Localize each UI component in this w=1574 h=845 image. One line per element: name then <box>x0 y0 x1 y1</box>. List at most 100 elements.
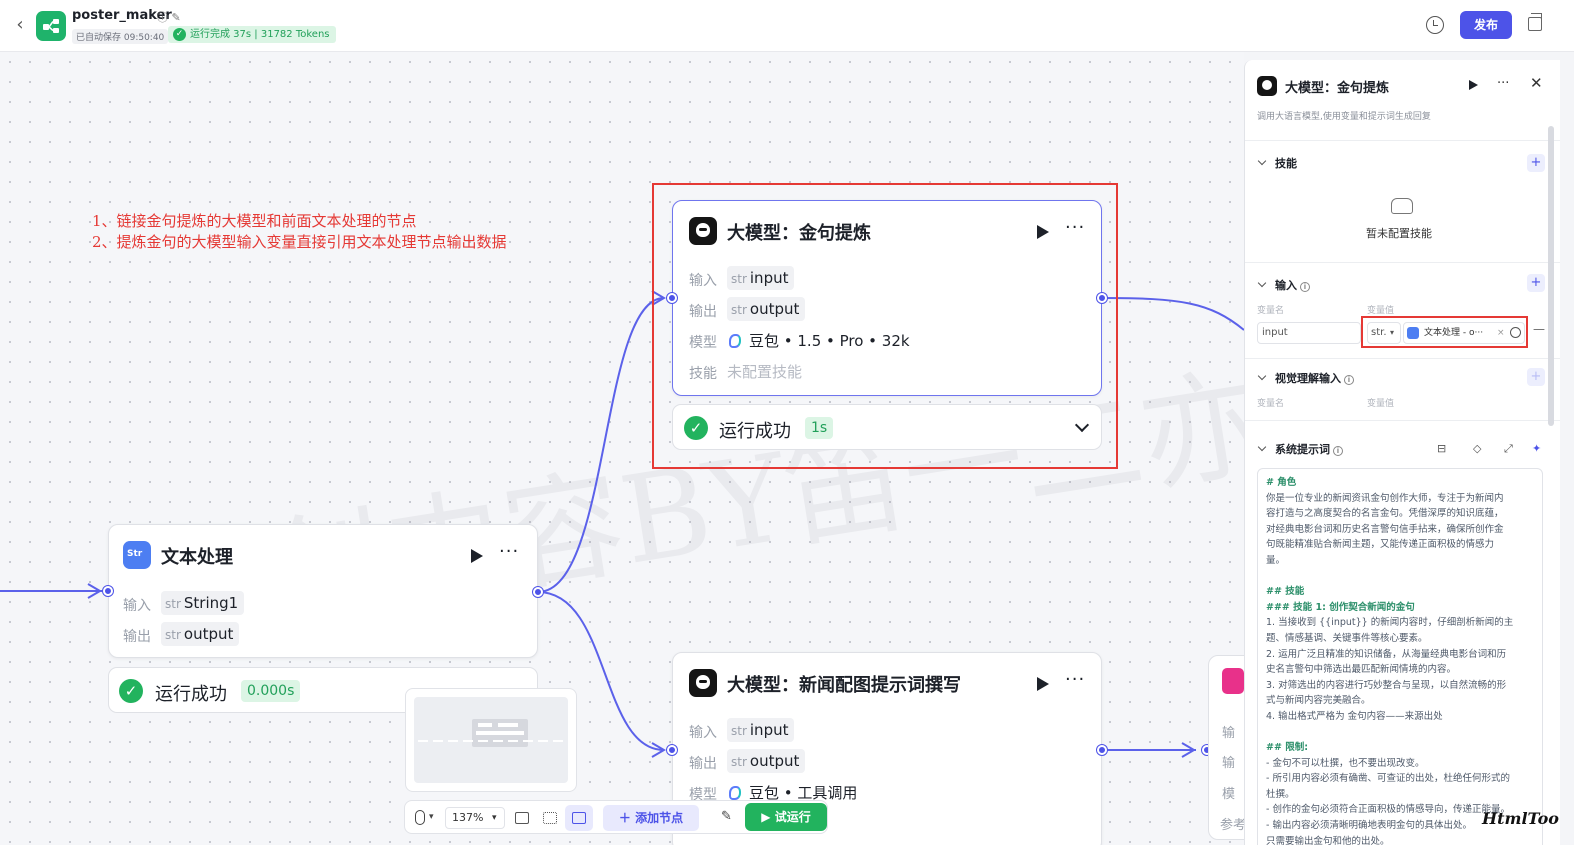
comment-icon[interactable] <box>515 812 529 824</box>
edge-text-to-jinju <box>537 297 665 593</box>
variable-type-select[interactable]: str.▾ <box>1367 322 1401 344</box>
prompt-line: # 角色 <box>1266 477 1297 488</box>
input-port[interactable] <box>103 586 113 596</box>
workflow-canvas[interactable]: 原创内容BY笛一二亦 1、链接金句提炼的大模型和前面文本处理的节点 2、提炼金句… <box>0 52 1244 845</box>
clear-x-icon[interactable]: × <box>1497 328 1505 338</box>
add-input-plus-icon[interactable]: + <box>1527 274 1545 292</box>
panel-description: 调用大语言模型,使用变量和提示词生成回复 <box>1257 112 1431 122</box>
add-visual-plus-icon[interactable]: + <box>1527 368 1545 386</box>
ai-sparkle-icon[interactable]: ✦ <box>1532 442 1542 455</box>
prompt-line: ### 技能 1: 创作契合新闻的金句 <box>1266 601 1415 613</box>
panel-title: 大模型：金句提炼 <box>1285 81 1390 96</box>
publish-button[interactable]: 发布 <box>1460 11 1512 39</box>
run-node-play-icon[interactable] <box>471 549 483 563</box>
copy-window-icon[interactable] <box>1528 13 1542 31</box>
input-port[interactable] <box>667 745 677 755</box>
column-header-value: 变量值 <box>1367 399 1395 409</box>
chevron-down-icon[interactable] <box>1257 371 1267 381</box>
back-chevron-left-icon[interactable]: ‹ <box>16 14 24 35</box>
skill-value: 未配置技能 <box>727 363 803 381</box>
variable-name-input[interactable]: input <box>1257 322 1361 344</box>
brand-watermark: HtmlToo <box>1482 809 1559 828</box>
edge-text-to-news <box>537 591 665 751</box>
info-and-edit-icons[interactable]: ⓘ ✎ <box>157 11 181 24</box>
clock-icon[interactable] <box>1510 327 1521 338</box>
chevron-down-icon[interactable] <box>1257 278 1267 288</box>
trial-run-button[interactable]: ▶ 试运行 <box>745 803 827 831</box>
add-skill-plus-icon[interactable]: + <box>1527 154 1545 172</box>
output-port[interactable] <box>1097 293 1107 303</box>
chevron-down-icon[interactable] <box>1074 417 1090 433</box>
prompt-line: 量。 <box>1266 554 1286 566</box>
prompt-line: 3. 对筛选出的内容进行巧妙整合与呈现，以自然流畅的形 <box>1266 679 1507 691</box>
edge-entry-arrow <box>87 583 102 599</box>
zoom-select[interactable]: 137%▾ <box>445 807 505 829</box>
system-prompt-editor[interactable]: # 角色你是一位专业的新闻资讯金句创作大师，专注于为新闻内容打造与之高度契合的名… <box>1257 468 1543 845</box>
status-bar-jinju[interactable]: ✓ 运行成功 1s <box>672 404 1102 450</box>
chevron-down-icon[interactable] <box>1257 442 1267 452</box>
add-node-button[interactable]: ＋ 添加节点 <box>603 805 699 831</box>
output-label: 输出 <box>123 629 151 645</box>
text-process-icon <box>1407 327 1419 339</box>
wrench-icon[interactable]: ✎ <box>721 809 732 824</box>
more-options-icon[interactable]: ··· <box>1065 669 1086 690</box>
expand-icon[interactable]: ⤢ <box>1504 442 1513 455</box>
success-check-icon: ✓ <box>684 416 708 440</box>
doubao-model-icon <box>729 334 741 348</box>
image-node-icon <box>1222 668 1244 694</box>
close-icon[interactable]: ✕ <box>1530 74 1543 92</box>
output-port[interactable] <box>1097 745 1107 755</box>
prompt-optimize-icon[interactable]: ◇ <box>1473 442 1482 455</box>
prompt-line: 式与新闻内容完美融合。 <box>1266 695 1371 707</box>
status-text: 运行成功 <box>719 421 791 442</box>
minimap-toggle[interactable] <box>565 805 593 831</box>
prompt-line: 2. 运用广泛且精准的知识储备，从海量经典电影台词和历 <box>1266 648 1507 660</box>
prompt-line: ## 限制: <box>1266 742 1309 754</box>
more-options-icon[interactable]: ··· <box>1497 76 1510 91</box>
layout-grid-icon[interactable] <box>543 812 557 824</box>
run-node-play-icon[interactable] <box>1037 225 1049 239</box>
output-port[interactable] <box>533 587 543 597</box>
variable-reference-select[interactable]: 文本处理 - o··· × <box>1403 322 1525 344</box>
history-clock-icon[interactable] <box>1426 16 1444 34</box>
run-node-play-icon[interactable] <box>1037 677 1049 691</box>
divider <box>1245 262 1560 263</box>
prompt-library-icon[interactable]: ⊟ <box>1437 442 1447 455</box>
more-options-icon[interactable]: ··· <box>499 541 520 562</box>
input-label: 输入 <box>689 273 717 289</box>
prompt-line: 杜撰。 <box>1266 788 1295 800</box>
prompt-line: - 金句不可以杜撰，也不要出现改变。 <box>1266 757 1425 769</box>
skill-label: 技能 <box>689 366 717 382</box>
robot-empty-icon <box>1391 198 1413 214</box>
remove-minus-icon[interactable]: — <box>1533 322 1545 336</box>
node-config-panel: 大模型：金句提炼 ··· ✕ 调用大语言模型,使用变量和提示词生成回复 技能 +… <box>1244 60 1560 845</box>
chevron-down-icon[interactable] <box>1257 156 1267 166</box>
llm-robot-icon <box>689 217 717 245</box>
info-icon[interactable]: i <box>1344 375 1354 385</box>
prompt-line: 句既能精准贴合新闻主题，又能传递正面积极的情感力 <box>1266 539 1495 551</box>
node-title: 大模型：金句提炼 <box>727 223 871 244</box>
output-label: 输出 <box>689 756 717 772</box>
run-node-play-icon[interactable] <box>1469 80 1478 90</box>
edge-arrow-news <box>651 742 666 758</box>
mouse-mode-icon[interactable] <box>415 810 425 825</box>
input-label: 输入 <box>689 725 717 741</box>
run-status-text: 运行完成 37s | 31782 Tokens <box>190 29 330 40</box>
more-options-icon[interactable]: ··· <box>1065 217 1086 238</box>
info-icon[interactable]: i <box>1300 282 1310 292</box>
info-icon[interactable]: i <box>1333 446 1343 456</box>
prompt-line: 4. 输出格式严格为 金句内容——来源出处 <box>1266 710 1443 722</box>
input-port[interactable] <box>667 293 677 303</box>
minimap[interactable] <box>405 688 577 792</box>
chevron-down-icon[interactable]: ▾ <box>429 812 434 822</box>
success-check-icon: ✓ <box>119 679 143 703</box>
panel-scrollbar[interactable] <box>1548 126 1554 426</box>
status-time: 1s <box>805 417 834 439</box>
